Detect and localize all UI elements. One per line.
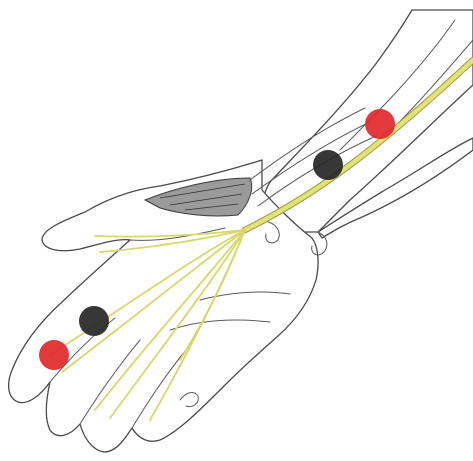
proximal-red-marker xyxy=(365,109,395,139)
proximal-black-marker xyxy=(313,150,343,180)
distal-black-marker xyxy=(79,306,109,336)
distal-red-marker xyxy=(39,340,69,370)
